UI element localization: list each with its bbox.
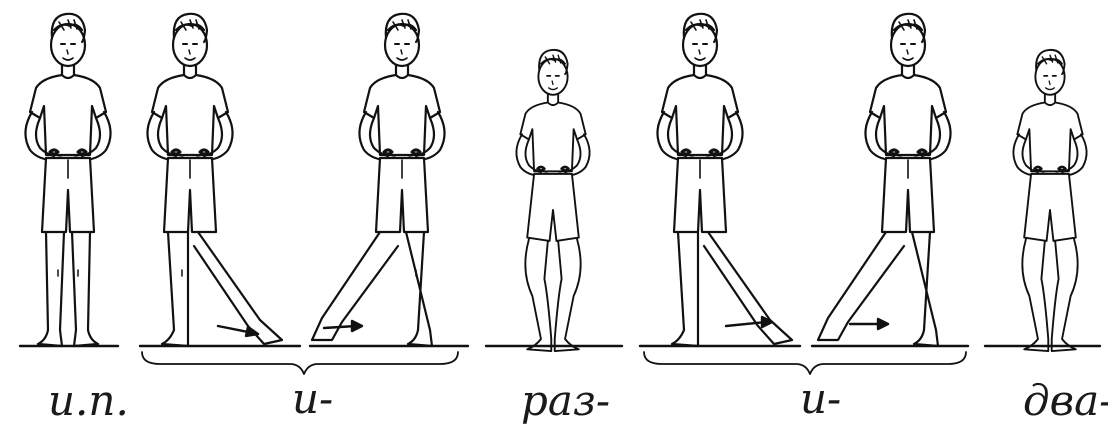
figure-and-2b bbox=[818, 14, 951, 346]
label-and-1: и- bbox=[292, 378, 333, 420]
figure-and-1a bbox=[147, 14, 282, 346]
label-two: два- bbox=[1023, 380, 1108, 422]
figure-start-position bbox=[25, 14, 110, 346]
label-and-2: и- bbox=[800, 378, 841, 420]
figure-one bbox=[516, 50, 589, 351]
label-one: раз- bbox=[521, 380, 610, 422]
figure-and-1b bbox=[312, 14, 445, 346]
step-brackets bbox=[142, 352, 966, 374]
figure-and-2a bbox=[657, 14, 792, 346]
label-start-position: и.п. bbox=[48, 380, 129, 422]
figure-two bbox=[1013, 50, 1086, 351]
